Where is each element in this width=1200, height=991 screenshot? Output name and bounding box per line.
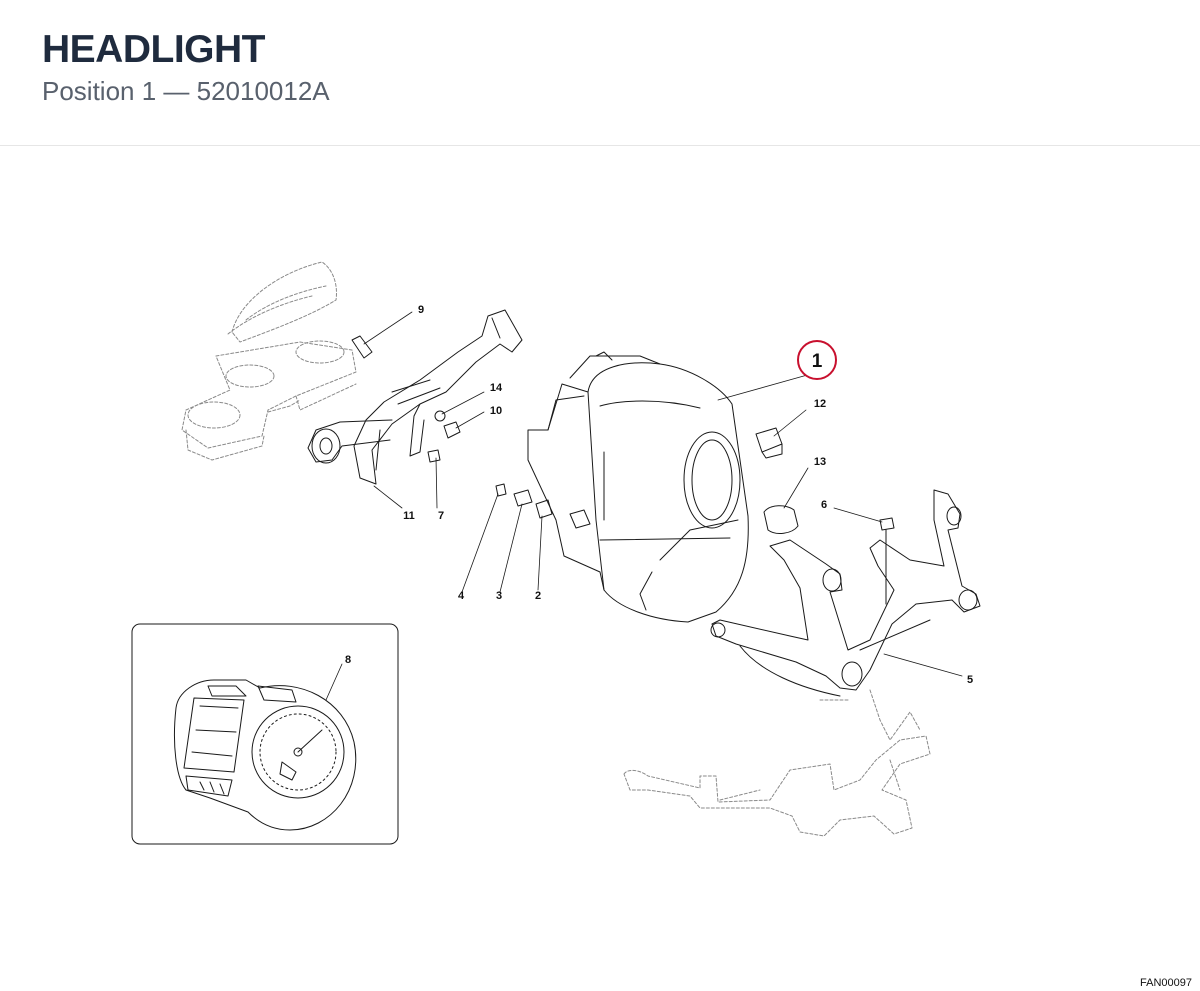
callout-7[interactable]: 7 [438, 510, 444, 522]
callout-14[interactable]: 14 [490, 382, 503, 394]
bulbs [755, 427, 799, 534]
drawing-code: FAN00097 [1140, 977, 1192, 989]
callout-10[interactable]: 10 [490, 405, 502, 417]
left-fasteners [351, 335, 591, 529]
inset-instrument-cluster [131, 623, 399, 845]
page-subtitle: Position 1 — 52010012A [42, 76, 330, 106]
highlight-ring [797, 340, 837, 380]
front-subframe [710, 489, 981, 697]
callout-5[interactable]: 5 [967, 674, 973, 686]
callout-2[interactable]: 2 [535, 590, 541, 602]
callout-leader-lines [325, 311, 963, 701]
headlight-stay-bracket [307, 309, 523, 485]
callout-6[interactable]: 6 [821, 499, 827, 511]
callout-12[interactable]: 12 [814, 398, 826, 410]
callout-9[interactable]: 9 [418, 304, 424, 316]
headlight-assembly [527, 351, 749, 623]
callout-8[interactable]: 8 [345, 654, 351, 666]
callout-13[interactable]: 13 [814, 456, 826, 468]
faded-frame-drawing [623, 689, 931, 837]
callout-1[interactable]: 1 [812, 351, 823, 372]
faded-triple-clamp-drawing [181, 261, 357, 461]
bolt-6 [879, 517, 895, 605]
page-title: HEADLIGHT [42, 28, 266, 71]
callout-labels: 1 2 3 4 5 6 7 8 9 10 11 12 13 14 [345, 304, 973, 686]
callout-3[interactable]: 3 [496, 590, 502, 602]
callout-4[interactable]: 4 [458, 590, 465, 602]
page-header: HEADLIGHT Position 1 — 52010012A [0, 0, 1200, 146]
callout-11[interactable]: 11 [403, 510, 415, 522]
